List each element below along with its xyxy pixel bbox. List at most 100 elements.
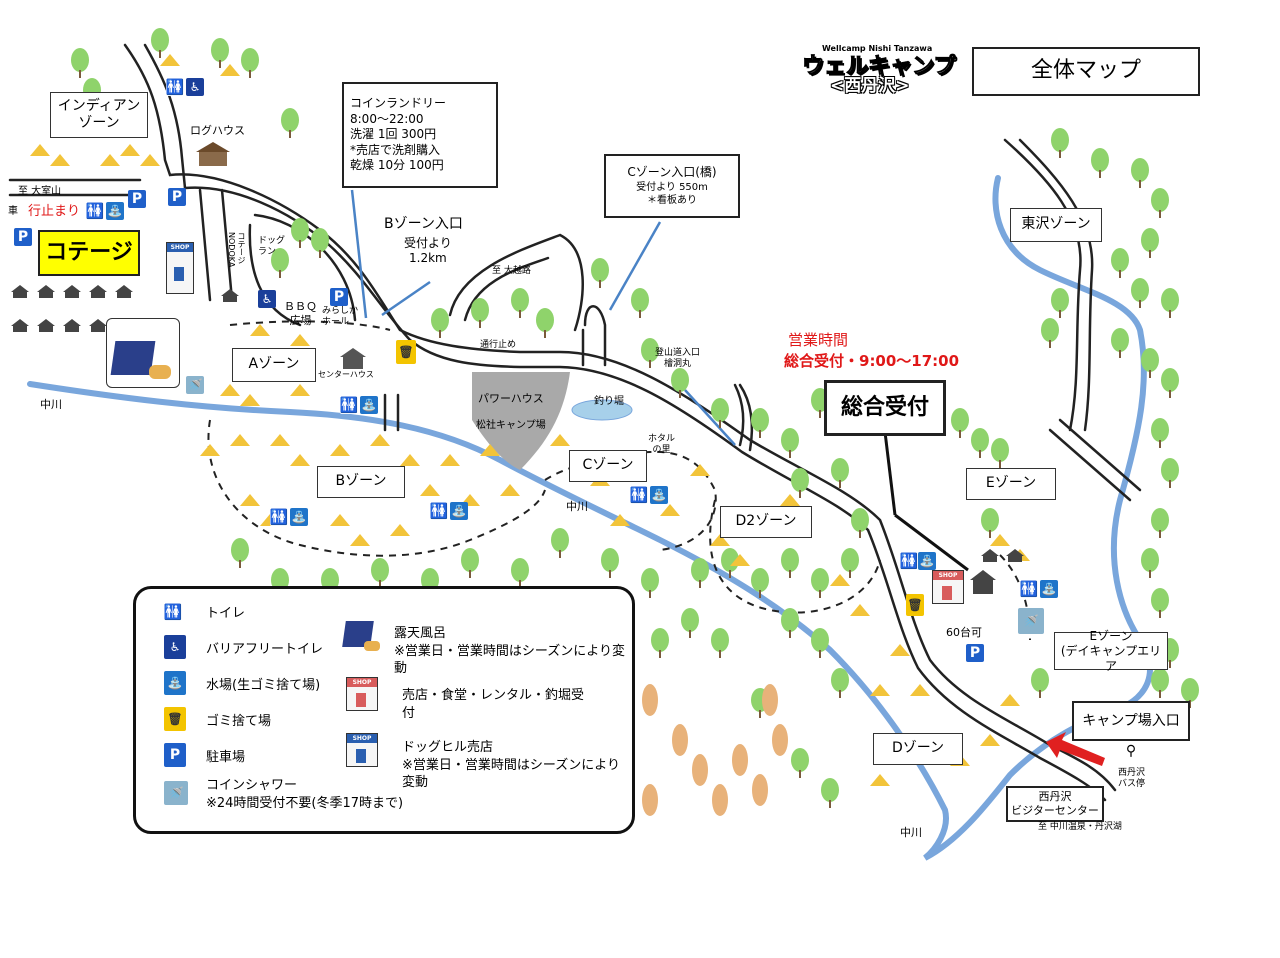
autumn-tree	[642, 684, 658, 716]
tent	[980, 734, 1000, 746]
zone-c[interactable]: Cゾーン	[569, 450, 647, 482]
dead-end-label: 行止まり	[28, 204, 81, 219]
open-air-bath-icon[interactable]	[106, 318, 180, 388]
cottage	[37, 285, 55, 298]
cottage	[221, 289, 239, 302]
zone-b[interactable]: Bゾーン	[317, 466, 405, 498]
legend-toilet: トイレ	[206, 606, 246, 621]
main-road-inner	[143, 43, 1107, 802]
tent	[550, 434, 570, 446]
tree	[211, 38, 229, 62]
shop-icon[interactable]: SHOP	[932, 570, 964, 604]
tent	[370, 434, 390, 446]
tree	[1151, 668, 1169, 692]
zone-d[interactable]: Dゾーン	[873, 733, 963, 765]
tree	[311, 228, 329, 252]
cottage	[89, 319, 107, 332]
tree	[461, 548, 479, 572]
faucet-icon: ⛲	[1040, 580, 1058, 598]
log-house-icon	[196, 142, 230, 166]
tent	[350, 534, 370, 546]
cottage-label[interactable]: コテージ	[38, 230, 140, 276]
tree	[551, 528, 569, 552]
tree	[991, 438, 1009, 462]
tent	[50, 154, 70, 166]
zone-a[interactable]: Aゾーン	[232, 348, 316, 382]
zone-indian[interactable]: インディアン ゾーン	[50, 92, 148, 138]
tent	[990, 534, 1010, 546]
tree	[981, 508, 999, 532]
okoshi-road	[448, 233, 584, 332]
legend-shop: 売店・食堂・レンタル・釣堀受 付	[402, 688, 585, 721]
tent	[610, 514, 630, 526]
zone-tozawa[interactable]: 東沢ゾーン	[1010, 208, 1102, 242]
center-house-icon	[340, 348, 366, 370]
zone-d2[interactable]: D2ゾーン	[720, 506, 812, 538]
tree	[651, 628, 669, 652]
tent	[160, 54, 180, 66]
legend: 🚻 トイレ ♿ バリアフリートイレ ⛲ 水場(生ゴミ捨て場) 🗑 ゴミ捨て場 P…	[133, 586, 635, 834]
tree	[601, 548, 619, 572]
legend-trash: ゴミ捨て場	[206, 714, 272, 729]
tree	[271, 248, 289, 272]
reception-box[interactable]: 総合受付	[824, 380, 946, 436]
tent	[220, 384, 240, 396]
cottage-nodoka-label: コテージ NODOKA	[227, 232, 246, 268]
tree	[841, 548, 859, 572]
car-label: 車	[8, 206, 18, 217]
tent	[330, 444, 350, 456]
faucet-icon: ⛲	[450, 502, 468, 520]
callout-arrows	[350, 189, 736, 446]
autumn-tree	[712, 784, 728, 816]
tent	[330, 514, 350, 526]
dog-shop-icon: SHOP	[346, 733, 378, 767]
tent	[30, 144, 50, 156]
east-road	[1003, 138, 1094, 432]
c-entrance-callout: Cゾーン入口(橋) 受付より 550m ＊看板あり	[604, 154, 740, 218]
tree	[291, 218, 309, 242]
tree	[511, 558, 529, 582]
road-ab-stub	[383, 393, 400, 432]
tent	[230, 434, 250, 446]
camp-entrance-box[interactable]: キャンプ場入口	[1072, 701, 1190, 741]
tree	[591, 258, 609, 282]
toilet-icon: 🚻	[85, 202, 105, 220]
mirashika-hall-label: みらしか ホール	[322, 306, 359, 328]
tree	[781, 548, 799, 572]
tree	[671, 368, 689, 392]
dog-shop-icon[interactable]: SHOP	[166, 242, 194, 294]
logo-small-text: Wellcamp Nishi Tanzawa	[822, 44, 933, 53]
tree	[511, 288, 529, 312]
parking-icon: P	[966, 644, 984, 662]
legend-barrier-free: バリアフリートイレ	[206, 642, 324, 657]
tree	[851, 508, 869, 532]
faucet-icon: ⛲	[164, 671, 186, 695]
visitor-center[interactable]: 西丹沢 ビジターセンター	[1006, 786, 1104, 822]
hours-value: 総合受付・9:00～17:00	[784, 352, 960, 370]
tree	[971, 428, 989, 452]
zone-e[interactable]: Eゾーン	[966, 468, 1056, 500]
zone-e-day[interactable]: Eゾーン (デイキャンプエリア	[1054, 629, 1168, 673]
tent	[200, 444, 220, 456]
tree	[951, 408, 969, 432]
legend-dog-shop: ドッグヒル売店 ※営業日・営業時間はシーズンにより変動	[402, 740, 620, 791]
logo-main-text: ウェルキャンプ	[801, 54, 956, 80]
tree	[151, 28, 169, 52]
legend-shower: コインシャワー ※24時間受付不要(冬季17時まで)	[206, 778, 404, 811]
autumn-tree	[772, 724, 788, 756]
a-zone-boundary	[229, 320, 391, 331]
faucet-icon: ⛲	[360, 396, 378, 414]
tree	[811, 628, 829, 652]
tent	[220, 64, 240, 76]
tree	[1141, 348, 1159, 372]
tree	[241, 48, 259, 72]
cottages	[11, 285, 1024, 562]
autumn-tree	[672, 724, 688, 756]
toilet-icon: 🚻	[429, 502, 449, 520]
cottage	[115, 285, 133, 298]
wheelchair-icon: ♿	[258, 290, 276, 308]
legend-water: 水場(生ゴミ捨て場)	[206, 678, 321, 693]
tent	[120, 144, 140, 156]
laundry-arrow	[350, 189, 368, 319]
trash-icon: 🗑	[906, 594, 924, 616]
